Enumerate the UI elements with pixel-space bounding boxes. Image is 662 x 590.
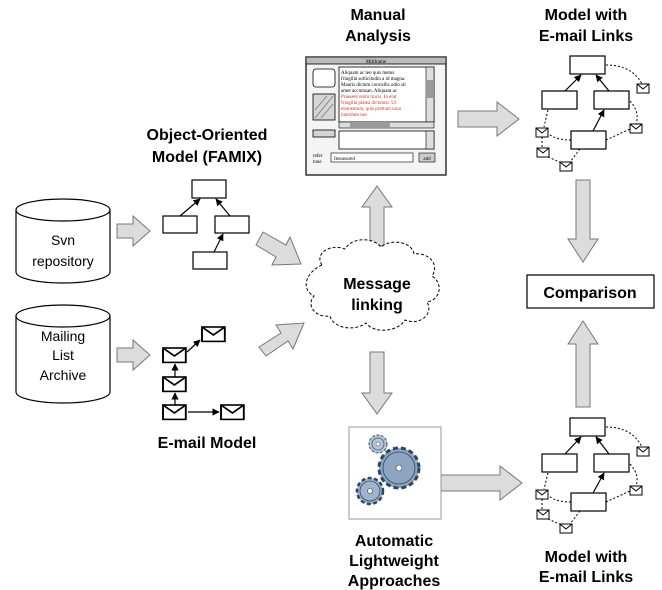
mailing-label-2: List xyxy=(52,347,74,363)
window-text-area xyxy=(338,66,435,123)
email-envelope-icon xyxy=(559,161,573,172)
email-envelope-icon xyxy=(536,509,550,520)
svn-label-1: Svn xyxy=(51,232,75,248)
email-model-graph xyxy=(162,326,245,421)
arrow-mailing-to-email xyxy=(116,338,151,372)
message-linking-cloud: Message linking xyxy=(305,239,440,331)
famix-title-1: Object-Oriented xyxy=(147,127,268,144)
window-red-1: Praesent enim tincis. In erat xyxy=(341,95,397,100)
window-icon-1 xyxy=(312,68,336,88)
comparison-label: Comparison xyxy=(543,285,636,302)
model-links-bottom-title-1: Model with xyxy=(545,549,628,566)
email-envelope-icon xyxy=(535,489,549,500)
arrow-famix-to-linking xyxy=(255,231,302,266)
gears-image xyxy=(348,426,442,520)
mailing-label-3: Archive xyxy=(40,367,87,383)
window-text-4: amet accumsan. Aliquam ac xyxy=(341,89,398,94)
email-envelope-icon xyxy=(162,347,187,364)
email-envelope-icon xyxy=(629,123,643,134)
window-text-1: Aliquam ac leo quis metus xyxy=(341,71,394,76)
window-red-2: fringilla platea dictumst. Ut xyxy=(341,101,397,106)
arrow-svn-to-famix xyxy=(116,214,151,248)
svn-repository: Svn repository xyxy=(15,198,111,284)
window-title: Miltframe xyxy=(366,60,387,65)
email-model-title: E-mail Model xyxy=(158,435,257,452)
model-links-bottom-title-2: E-mail Links xyxy=(539,569,633,586)
email-envelope-icon xyxy=(162,376,187,393)
email-envelope-icon xyxy=(536,147,550,158)
automatic-title-2: Lightweight xyxy=(349,553,439,570)
arrow-manual-to-model-top xyxy=(457,100,520,138)
window-red-3: elementum, quis pretium urna xyxy=(341,107,402,112)
email-envelope-icon xyxy=(201,326,226,343)
message-linking-label-1: Message xyxy=(343,276,411,293)
email-envelope-icon xyxy=(559,523,573,534)
model-links-bottom-graph xyxy=(535,417,650,534)
famix-title-2: Model (FAMIX) xyxy=(152,149,262,166)
window-field-value: Imeasured xyxy=(334,157,355,162)
window-button-label: add xyxy=(423,157,431,162)
svn-label-2: repository xyxy=(32,253,93,269)
window-button xyxy=(418,152,436,163)
mailing-label-1: Mailing xyxy=(41,328,85,344)
model-links-top-graph xyxy=(535,55,650,172)
gear-icon xyxy=(355,476,385,506)
mailing-list-archive: Mailing List Archive xyxy=(15,304,111,404)
email-envelope-icon xyxy=(535,127,549,138)
email-envelope-icon xyxy=(636,446,650,457)
window-text-2: fringilla sollicitudin a id magna. xyxy=(341,77,405,82)
model-links-top-title-1: Model with xyxy=(545,7,628,24)
arrow-email-to-linking xyxy=(258,322,305,357)
window-field-label-2: tone xyxy=(313,160,322,165)
famix-model-graph xyxy=(162,179,250,270)
manual-analysis-title-2: Analysis xyxy=(345,28,411,45)
arrow-model-bottom-to-comparison xyxy=(567,320,599,408)
window-mockup: Miltframe Aliquam ac leo quis metus frin… xyxy=(305,56,447,176)
model-links-top-title-2: E-mail Links xyxy=(539,28,633,45)
message-linking-label-2: linking xyxy=(351,297,403,314)
comparison-box xyxy=(526,274,655,309)
gear-icon xyxy=(368,434,388,454)
manual-analysis-title-1: Manual xyxy=(350,7,405,24)
arrow-model-top-to-comparison xyxy=(567,179,599,263)
email-envelope-icon xyxy=(629,485,643,496)
email-envelope-icon xyxy=(220,404,245,421)
email-envelope-icon xyxy=(162,404,187,421)
window-red-4: interdum nec. xyxy=(341,113,369,118)
arrow-automatic-to-model-bottom xyxy=(436,464,523,502)
email-envelope-icon xyxy=(636,83,650,94)
automatic-title-3: Approaches xyxy=(348,573,441,590)
arrow-linking-to-manual xyxy=(361,185,393,247)
arrow-linking-to-automatic xyxy=(361,351,393,415)
gear-icon xyxy=(377,446,421,490)
window-text-3: Mauris dictum convallis odio sit xyxy=(341,83,406,88)
window-field xyxy=(330,152,414,163)
automatic-title-1: Automatic xyxy=(355,533,433,550)
window-field-label: refer xyxy=(313,154,323,159)
